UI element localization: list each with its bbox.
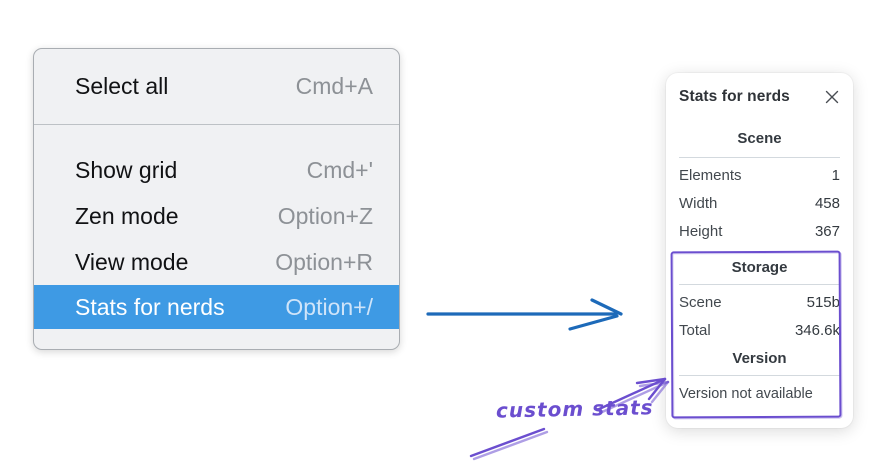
- menu-item-label: Show grid: [75, 156, 178, 183]
- menu-item-view-mode[interactable]: View mode Option+R: [34, 239, 399, 285]
- menu-item-label: Select all: [75, 73, 169, 99]
- stats-panel-title: Stats for nerds: [679, 88, 790, 105]
- menu-item-zen-mode[interactable]: Zen mode Option+Z: [34, 193, 399, 239]
- stat-value: 346.6k: [794, 322, 840, 339]
- stat-label: Height: [679, 223, 723, 240]
- section-divider: [679, 284, 840, 285]
- stat-value: 367: [814, 223, 840, 240]
- version-note: Version not available: [679, 386, 813, 402]
- context-menu: Select all Cmd+A Show grid Cmd+' Zen mod…: [33, 48, 400, 350]
- section-heading-storage: Storage: [731, 259, 788, 276]
- stat-value: 458: [814, 195, 840, 212]
- section-divider: [679, 375, 840, 376]
- storage-rows: Scene 515b Total 346.6k: [679, 289, 840, 345]
- close-icon[interactable]: [824, 89, 840, 105]
- menu-divider: [34, 124, 399, 125]
- scene-rows: Elements 1 Width 458 Height 367: [679, 162, 840, 246]
- stat-row-height: Height 367: [679, 218, 840, 246]
- stat-label: Total: [679, 322, 711, 339]
- pointer-arrow: [426, 298, 623, 331]
- stat-row-total-size: Total 346.6k: [679, 317, 840, 345]
- stats-panel-header: Stats for nerds: [679, 87, 840, 107]
- stat-row-scene-size: Scene 515b: [679, 289, 840, 317]
- stat-row-width: Width 458: [679, 190, 840, 218]
- stat-label: Scene: [679, 294, 722, 311]
- stat-label: Width: [679, 195, 718, 212]
- menu-item-shortcut: Cmd+': [306, 156, 373, 183]
- menu-item-label: Zen mode: [75, 202, 179, 229]
- stats-panel: Stats for nerds Scene Elements 1 Width 4…: [666, 73, 853, 428]
- menu-item-shortcut: Cmd+A: [295, 73, 373, 99]
- menu-item-label: Stats for nerds: [75, 293, 225, 320]
- section-divider: [679, 157, 840, 158]
- stat-value: 515b: [806, 294, 840, 311]
- stat-label: Elements: [679, 167, 742, 184]
- menu-item-select-all[interactable]: Select all Cmd+A: [34, 64, 399, 110]
- menu-item-shortcut: Option+R: [275, 248, 373, 275]
- menu-item-label: View mode: [75, 248, 189, 275]
- menu-item-show-grid[interactable]: Show grid Cmd+': [34, 147, 399, 193]
- menu-item-stats-for-nerds[interactable]: Stats for nerds Option+/: [34, 285, 399, 329]
- section-heading-scene: Scene: [737, 130, 782, 147]
- menu-item-shortcut: Option+/: [285, 293, 373, 320]
- annotation-label: custom stats: [495, 395, 654, 423]
- section-heading-version: Version: [732, 350, 787, 367]
- menu-item-shortcut: Option+Z: [277, 202, 373, 229]
- stat-value: 1: [831, 167, 840, 184]
- menu-section-bottom: Show grid Cmd+' Zen mode Option+Z View m…: [34, 125, 399, 329]
- menu-section-top: Select all Cmd+A: [34, 49, 399, 124]
- stat-row-elements: Elements 1: [679, 162, 840, 190]
